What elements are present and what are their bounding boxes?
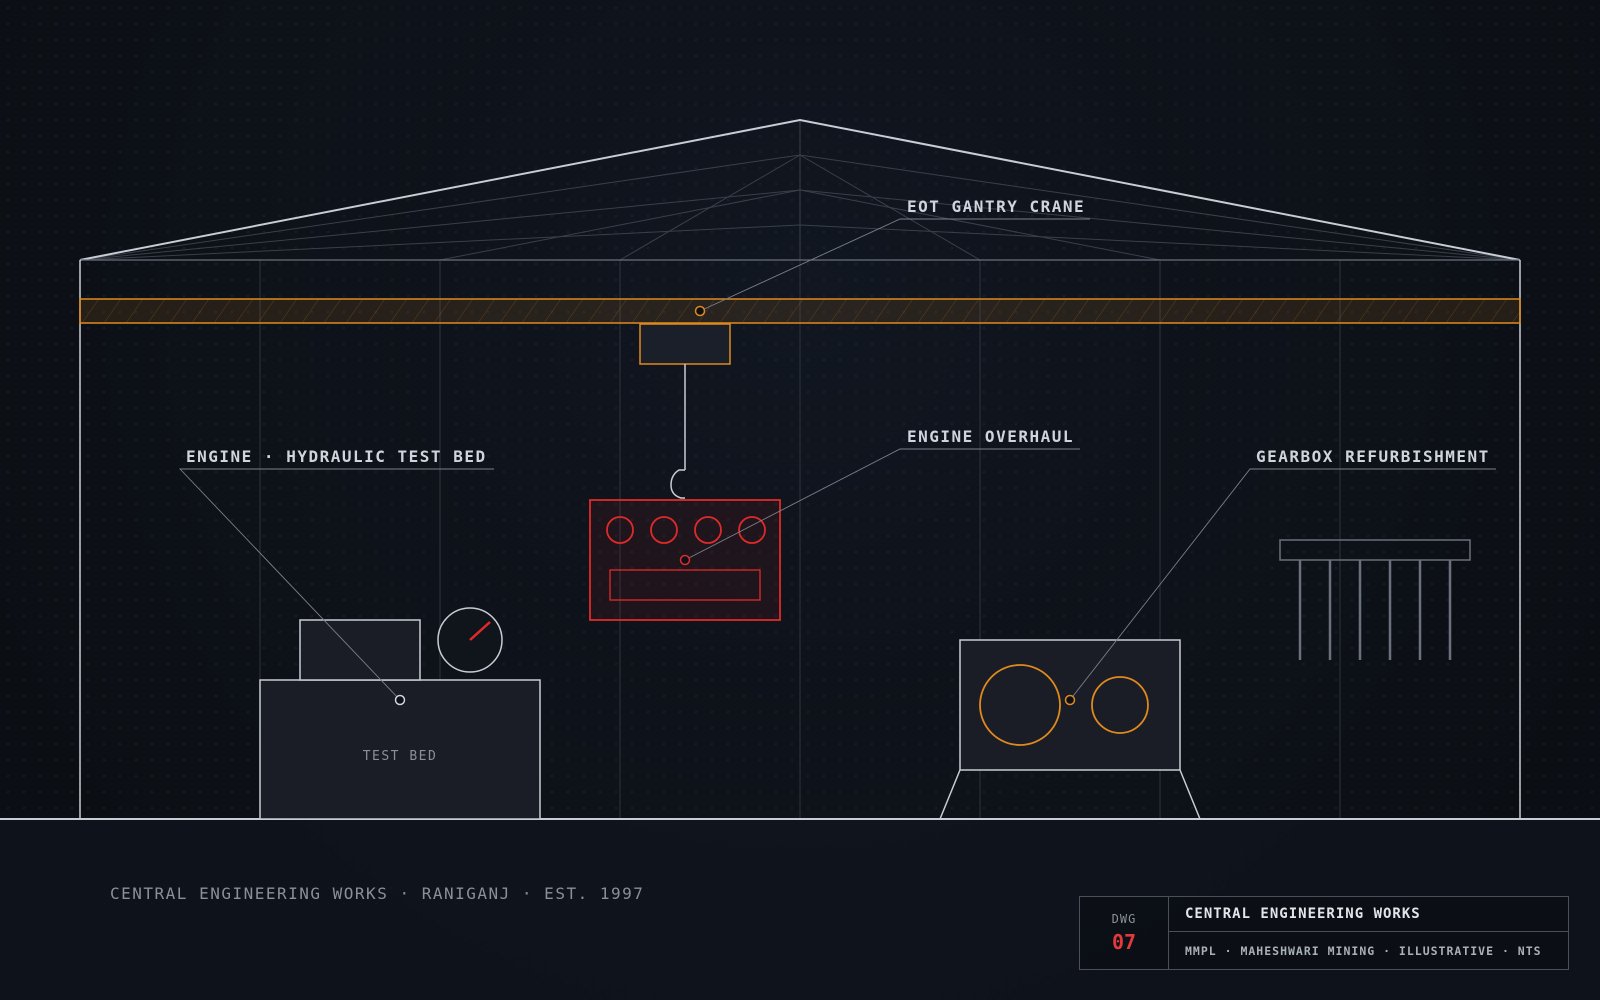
roof-truss [79, 120, 1521, 261]
crane-anchor-dot [694, 305, 706, 317]
tool-rack [1279, 539, 1471, 660]
test-bed [259, 607, 541, 820]
leader-lines [178, 218, 1496, 701]
building-outline [79, 118, 1521, 819]
drawing-title: CENTRAL ENGINEERING WORKS [1169, 897, 1568, 932]
gearbox-label: GEARBOX REFURBISHMENT [1256, 447, 1490, 466]
crane-hook [670, 364, 686, 499]
drawing-number-cell: DWG 07 [1080, 897, 1169, 969]
drawing-subtitle: MMPL · MAHESHWARI MINING · ILLUSTRATIVE … [1185, 943, 1542, 958]
drawing-number-label: DWG [1111, 912, 1137, 926]
drawing-title-cell: CENTRAL ENGINEERING WORKS MMPL · MAHESHW… [1169, 897, 1568, 969]
drawing-title-block: DWG 07 CENTRAL ENGINEERING WORKS MMPL · … [1079, 896, 1569, 970]
engine-anchor-dot [679, 554, 691, 566]
engine-overhaul-label: ENGINE OVERHAUL [907, 427, 1074, 446]
crane-trolley [639, 323, 731, 365]
test-bed-label: ENGINE · HYDRAULIC TEST BED [186, 447, 487, 466]
gearbox [939, 639, 1201, 820]
test-bed-anchor-dot [394, 694, 406, 706]
gantry-crane-beam [79, 298, 1521, 324]
footer-tagline: CENTRAL ENGINEERING WORKS · RANIGANJ · E… [110, 884, 645, 903]
test-bed-inner-label: TEST BED [363, 749, 438, 764]
drawing-number: 07 [1111, 930, 1137, 954]
crane-label: EOT GANTRY CRANE [907, 197, 1085, 216]
gearbox-anchor-dot [1064, 694, 1076, 706]
